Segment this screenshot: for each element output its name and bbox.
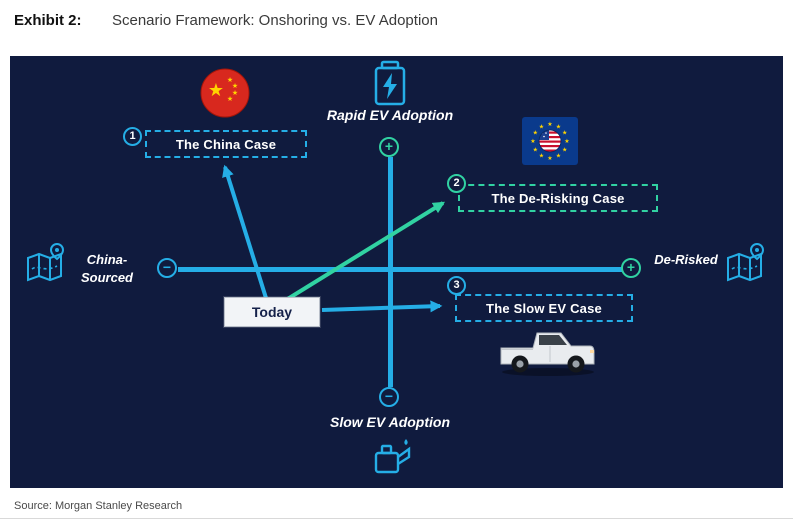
- svg-text:★: ★: [530, 138, 535, 145]
- exhibit-header: Exhibit 2: Scenario Framework: Onshoring…: [14, 12, 438, 30]
- china-flag: ★ ★ ★ ★ ★: [200, 68, 250, 123]
- map-icon: [24, 242, 68, 291]
- horizontal-axis-minus-sign: −: [157, 258, 177, 278]
- map-icon: [724, 242, 768, 291]
- svg-text:★: ★: [533, 130, 538, 137]
- derisking-case-box: The De-Risking Case: [458, 184, 658, 212]
- svg-text:★: ★: [539, 153, 544, 160]
- scenario-framework-panel: + − − + Rapid EV Adoption Slow EV Adopti…: [10, 56, 783, 488]
- horizontal-axis-line: [178, 267, 622, 272]
- oil-can-icon: [369, 436, 413, 485]
- case-2-badge: 2: [447, 174, 466, 193]
- svg-text:★: ★: [232, 89, 238, 97]
- eu-us-flag: ★★★ ★★★ ★★★ ★★★: [522, 117, 578, 170]
- horizontal-axis-plus-sign: +: [621, 258, 641, 278]
- bottom-divider: [0, 518, 793, 519]
- svg-text:★: ★: [232, 82, 238, 90]
- arrow-today-to-derisking-case: [284, 201, 446, 302]
- svg-text:★: ★: [227, 76, 233, 84]
- exhibit-label: Exhibit 2:: [14, 12, 82, 29]
- today-box: Today: [224, 297, 320, 327]
- svg-text:★: ★: [564, 138, 569, 145]
- de-risked-label: De-Risked: [654, 252, 718, 267]
- case-1-badge: 1: [123, 127, 142, 146]
- case-3-badge: 3: [447, 276, 466, 295]
- china-sourced-label: China-Sourced: [80, 252, 133, 285]
- svg-text:★: ★: [533, 147, 538, 154]
- svg-text:★: ★: [227, 95, 233, 103]
- slow-ev-case-box: The Slow EV Case: [455, 294, 633, 322]
- svg-text:★: ★: [539, 123, 544, 130]
- vertical-axis-minus-sign: −: [379, 387, 399, 407]
- vertical-axis-line: [388, 157, 393, 387]
- exhibit-title: Scenario Framework: Onshoring vs. EV Ado…: [111, 12, 438, 29]
- svg-text:★: ★: [556, 153, 561, 160]
- arrow-today-to-slow-ev-case: [321, 300, 443, 313]
- rapid-ev-adoption-label: Rapid EV Adoption: [326, 107, 454, 123]
- svg-text:★: ★: [208, 80, 224, 101]
- slow-ev-adoption-label: Slow EV Adoption: [329, 414, 451, 430]
- vertical-axis-plus-sign: +: [379, 137, 399, 157]
- ev-battery-icon: [367, 60, 413, 113]
- svg-text:★: ★: [556, 123, 561, 130]
- svg-text:★: ★: [547, 121, 552, 128]
- source-note: Source: Morgan Stanley Research: [14, 500, 183, 512]
- svg-text:★: ★: [562, 147, 567, 154]
- china-case-box: The China Case: [145, 130, 307, 158]
- pickup-truck-image: [498, 326, 598, 383]
- svg-text:★: ★: [562, 130, 567, 137]
- arrow-today-to-china-case: [222, 164, 268, 299]
- svg-text:★: ★: [547, 155, 552, 162]
